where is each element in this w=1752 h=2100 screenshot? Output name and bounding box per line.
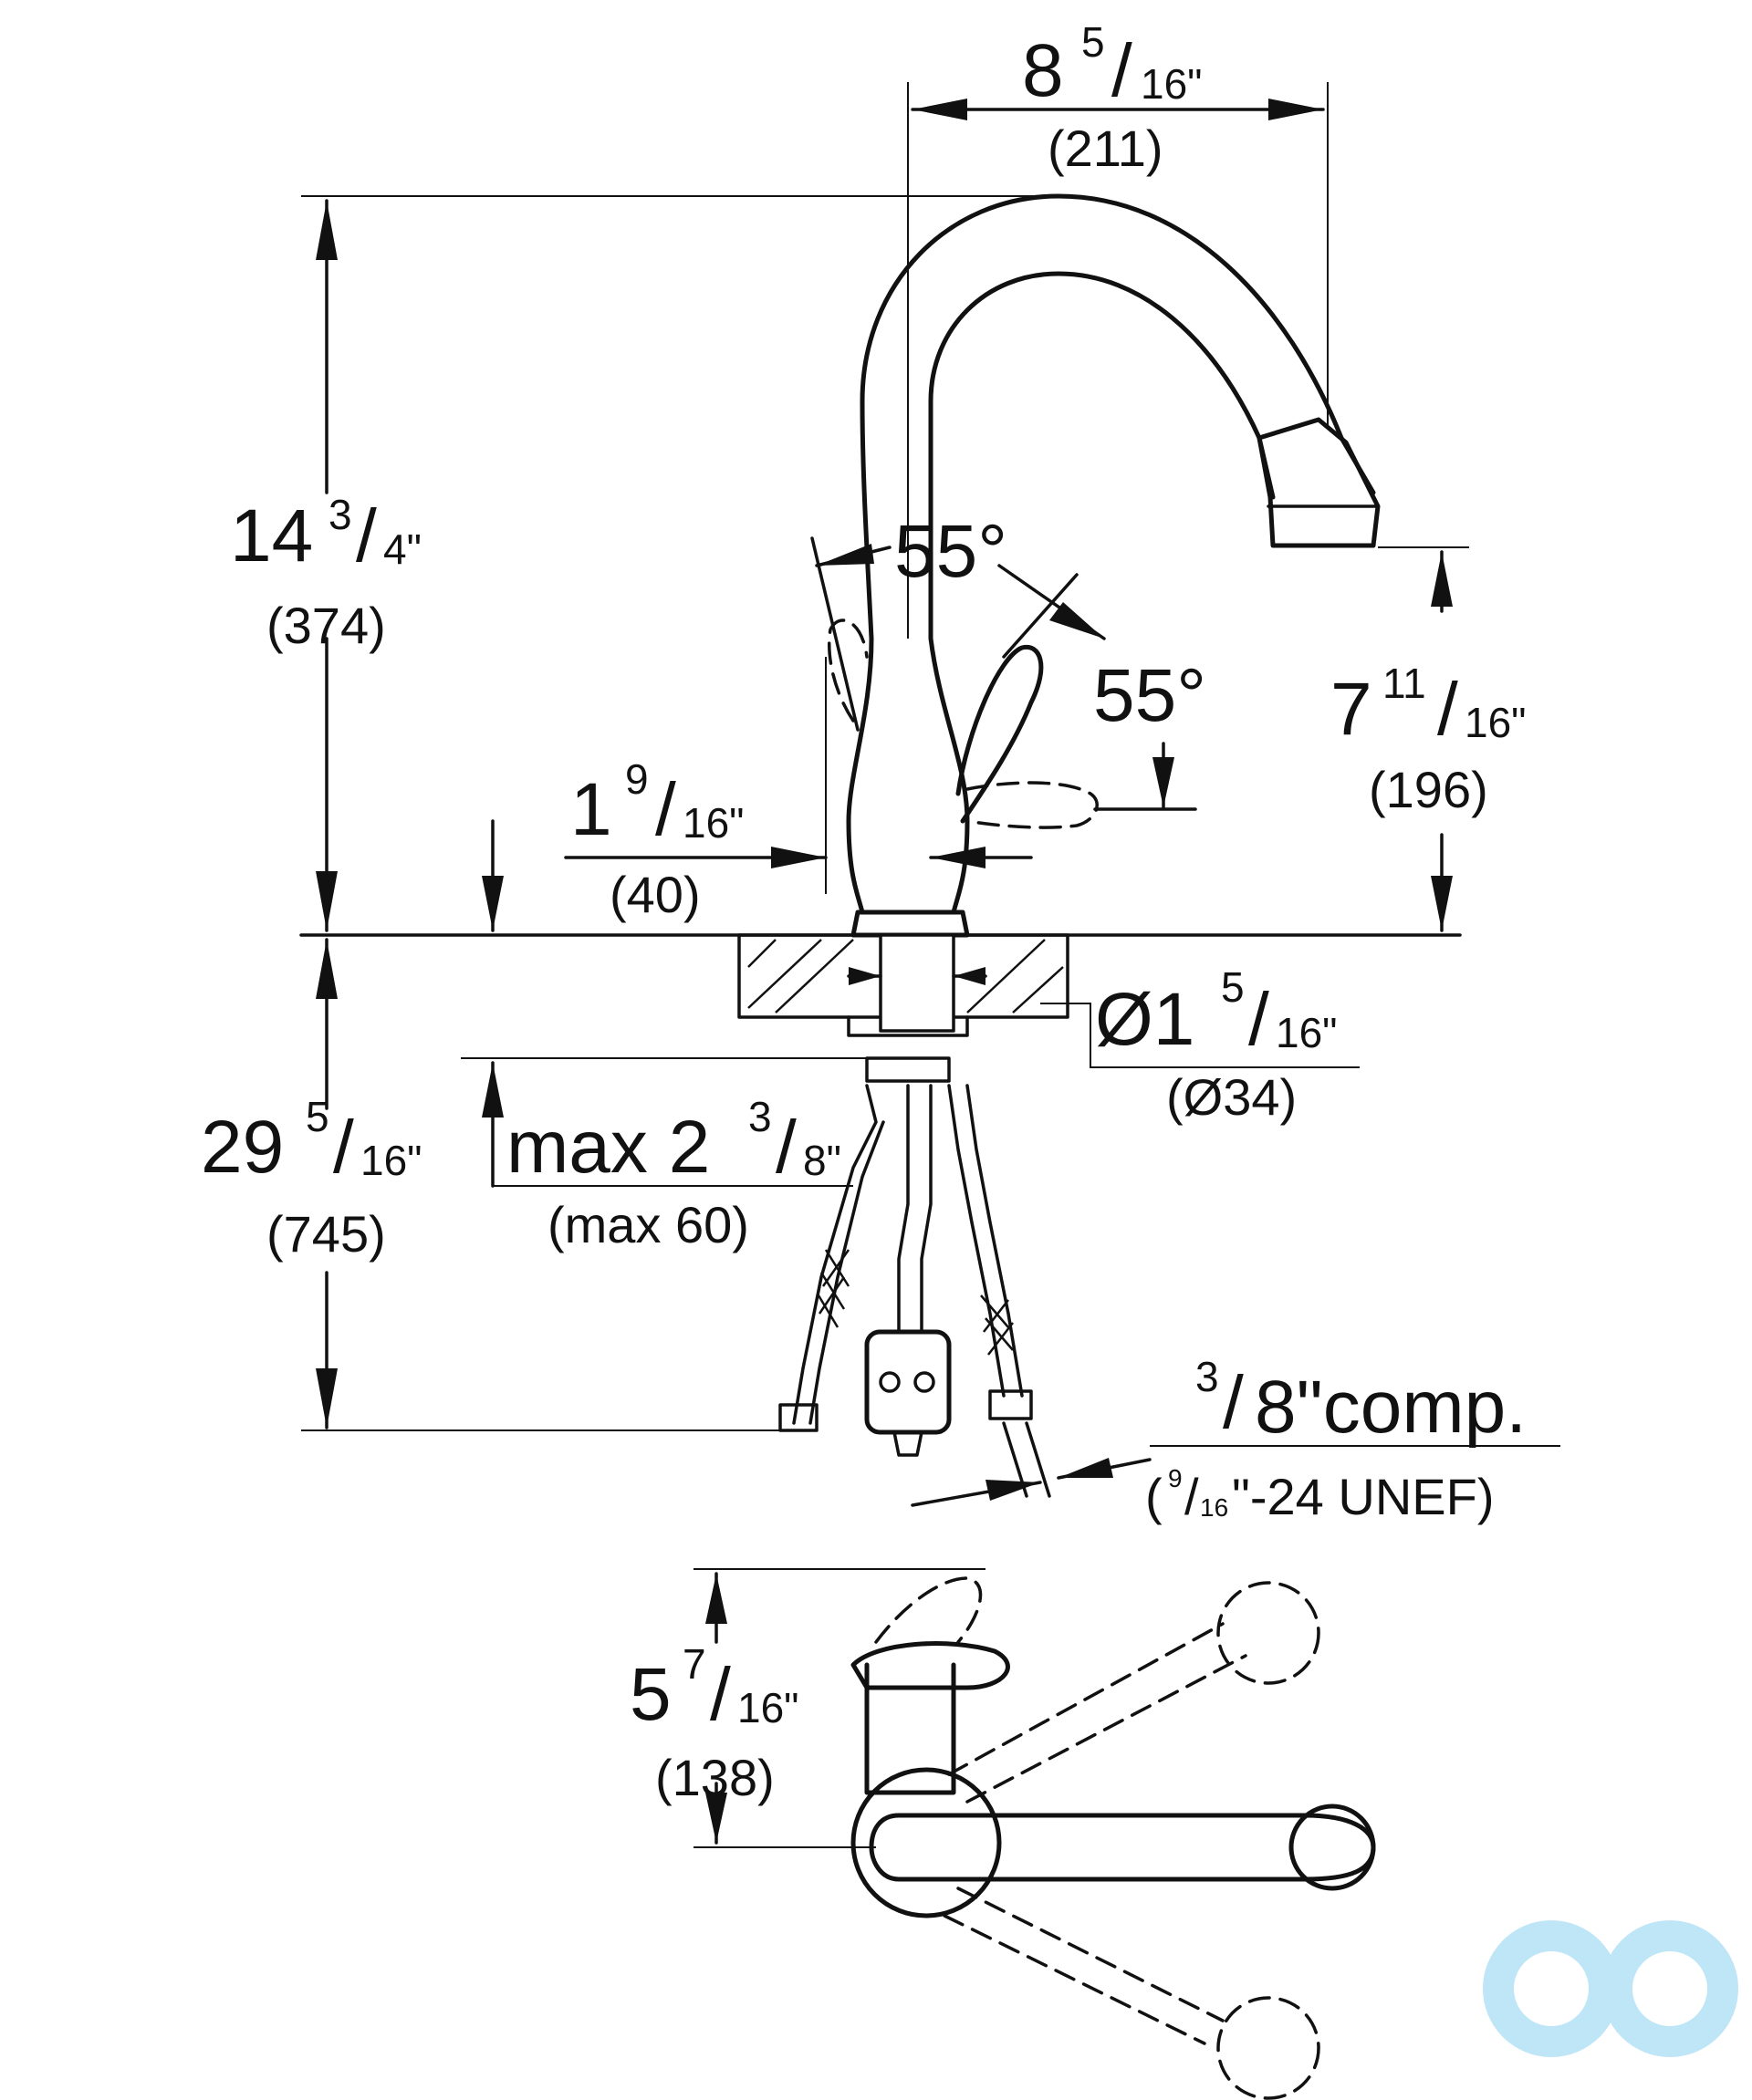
hose-left-braid xyxy=(817,1249,850,1328)
dim-below-den: 16" xyxy=(360,1137,422,1184)
hose-left xyxy=(792,1084,878,1425)
shank-arrowhead-right xyxy=(954,967,986,985)
labels: 8 5 / 16" (211) 14 3 / 4" (374) 55° 55° … xyxy=(201,18,1527,1806)
dim-height-whole: 14 xyxy=(230,494,313,577)
dim-deck-den: 8" xyxy=(803,1137,841,1184)
handle-dashed-left xyxy=(827,619,869,723)
spout-inner xyxy=(928,271,1276,641)
dim-height-den: 4" xyxy=(383,525,422,573)
countertop xyxy=(299,933,1462,1083)
dim-diameter-metric: (Ø34) xyxy=(1166,1068,1297,1126)
dim-connection-metric-den: 16 xyxy=(1200,1493,1228,1522)
plan-spout-dashed-upper xyxy=(947,1622,1247,1804)
plan-spout-head-dashed-upper xyxy=(1216,1581,1320,1685)
dim-handle-whole: 1 xyxy=(570,768,612,851)
hose-weight xyxy=(864,1329,952,1435)
plan-spout-head xyxy=(1288,1804,1376,1891)
plan-base-circle xyxy=(850,1767,1002,1918)
dim-plan-den: 16" xyxy=(737,1684,799,1731)
angle-top: 55° xyxy=(894,510,1007,593)
dim-height-metric: (374) xyxy=(266,597,386,654)
dim-plan-metric: (138) xyxy=(655,1749,775,1806)
dim-diameter-den: 16" xyxy=(1276,1009,1338,1056)
spout-outer xyxy=(860,193,1376,641)
dim-below-metric: (745) xyxy=(266,1205,386,1263)
mounting-washer xyxy=(865,1056,951,1083)
dim-handle-num: 9 xyxy=(625,755,649,803)
svg-text:/: / xyxy=(1111,29,1132,112)
hose-right-nut xyxy=(988,1389,1033,1420)
mounting-nut xyxy=(847,1015,969,1037)
dim-top-width-whole: 8 xyxy=(1022,29,1064,112)
dim-connection-den: 8"comp. xyxy=(1255,1366,1527,1449)
dim-height-num: 3 xyxy=(328,491,352,538)
svg-text:/: / xyxy=(1437,668,1458,751)
dim-plan-num: 7 xyxy=(683,1640,706,1688)
hose-weight-dot-left xyxy=(879,1371,901,1393)
dim-spout-metric: (196) xyxy=(1369,761,1488,818)
plan-spout xyxy=(869,1813,1376,1882)
handle-dashed-horizontal xyxy=(965,781,1099,829)
dim-spout-num: 11 xyxy=(1382,660,1426,707)
hose-weight-tip xyxy=(892,1430,923,1457)
dim-deck-num: 3 xyxy=(748,1093,772,1140)
dim-top-width-num: 5 xyxy=(1081,18,1105,66)
svg-text:/: / xyxy=(333,1106,354,1189)
dim-deck-whole: max 2 xyxy=(506,1106,710,1189)
spray-head xyxy=(1257,417,1381,548)
dim-connection-metric-num: 9 xyxy=(1168,1464,1183,1492)
svg-text:/: / xyxy=(776,1106,797,1189)
shank xyxy=(879,933,955,1033)
plan-spout-dashed-lower xyxy=(943,1887,1225,2045)
hose-left-nut xyxy=(778,1403,819,1432)
dim-connection-close: "-24 UNEF) xyxy=(1232,1468,1494,1525)
deck-hatching xyxy=(747,939,1064,1014)
dimension-lines xyxy=(301,82,1560,1507)
dim-top-width-metric: (211) xyxy=(1048,120,1163,177)
dim-connection-num: 3 xyxy=(1195,1353,1219,1400)
dim-below-num: 5 xyxy=(306,1093,329,1140)
svg-text:/: / xyxy=(1223,1361,1244,1444)
svg-text:/: / xyxy=(655,768,676,851)
dim-below-whole: 29 xyxy=(201,1106,284,1189)
dim-connection-open: ( xyxy=(1145,1468,1163,1525)
watermark-logo xyxy=(1483,1920,1738,2057)
hose-left-edge xyxy=(808,1120,885,1425)
shank-arrowhead-left xyxy=(849,967,881,985)
svg-text:/: / xyxy=(710,1653,731,1736)
dim-handle-metric: (40) xyxy=(610,866,701,923)
svg-text:/: / xyxy=(1248,978,1269,1061)
faucet-side-view xyxy=(827,193,1381,938)
svg-text:/: / xyxy=(356,494,377,577)
hose-center-edge xyxy=(920,1084,933,1334)
handle-solid xyxy=(955,644,1044,824)
hose-weight-dot-right xyxy=(913,1371,935,1393)
dim-spout-den: 16" xyxy=(1465,699,1527,746)
base-escutcheon xyxy=(850,910,970,938)
hose-right-edge xyxy=(965,1084,1024,1398)
hose-center xyxy=(897,1084,910,1334)
faucet-plan-view xyxy=(694,1568,1376,2100)
plan-body xyxy=(864,1662,956,1795)
svg-text:/: / xyxy=(1184,1468,1199,1525)
dim-deck-metric: (max 60) xyxy=(548,1196,749,1253)
plan-spout-head-dashed-lower xyxy=(1216,1996,1320,2100)
dim-diameter-num: 5 xyxy=(1221,963,1245,1011)
plan-handle-dashed xyxy=(874,1576,983,1644)
angle-side: 55° xyxy=(1093,654,1206,737)
dim-diameter-whole: Ø1 xyxy=(1095,978,1194,1061)
dim-spout-whole: 7 xyxy=(1330,668,1372,751)
dim-top-width-den: 16" xyxy=(1141,60,1203,108)
dim-plan-whole: 5 xyxy=(630,1653,672,1736)
hose-right-braid xyxy=(980,1294,1014,1356)
plan-handle xyxy=(850,1641,1010,1690)
faucet-body xyxy=(846,636,970,915)
hose-right xyxy=(947,1084,1006,1398)
dim-handle-den: 16" xyxy=(683,799,745,847)
